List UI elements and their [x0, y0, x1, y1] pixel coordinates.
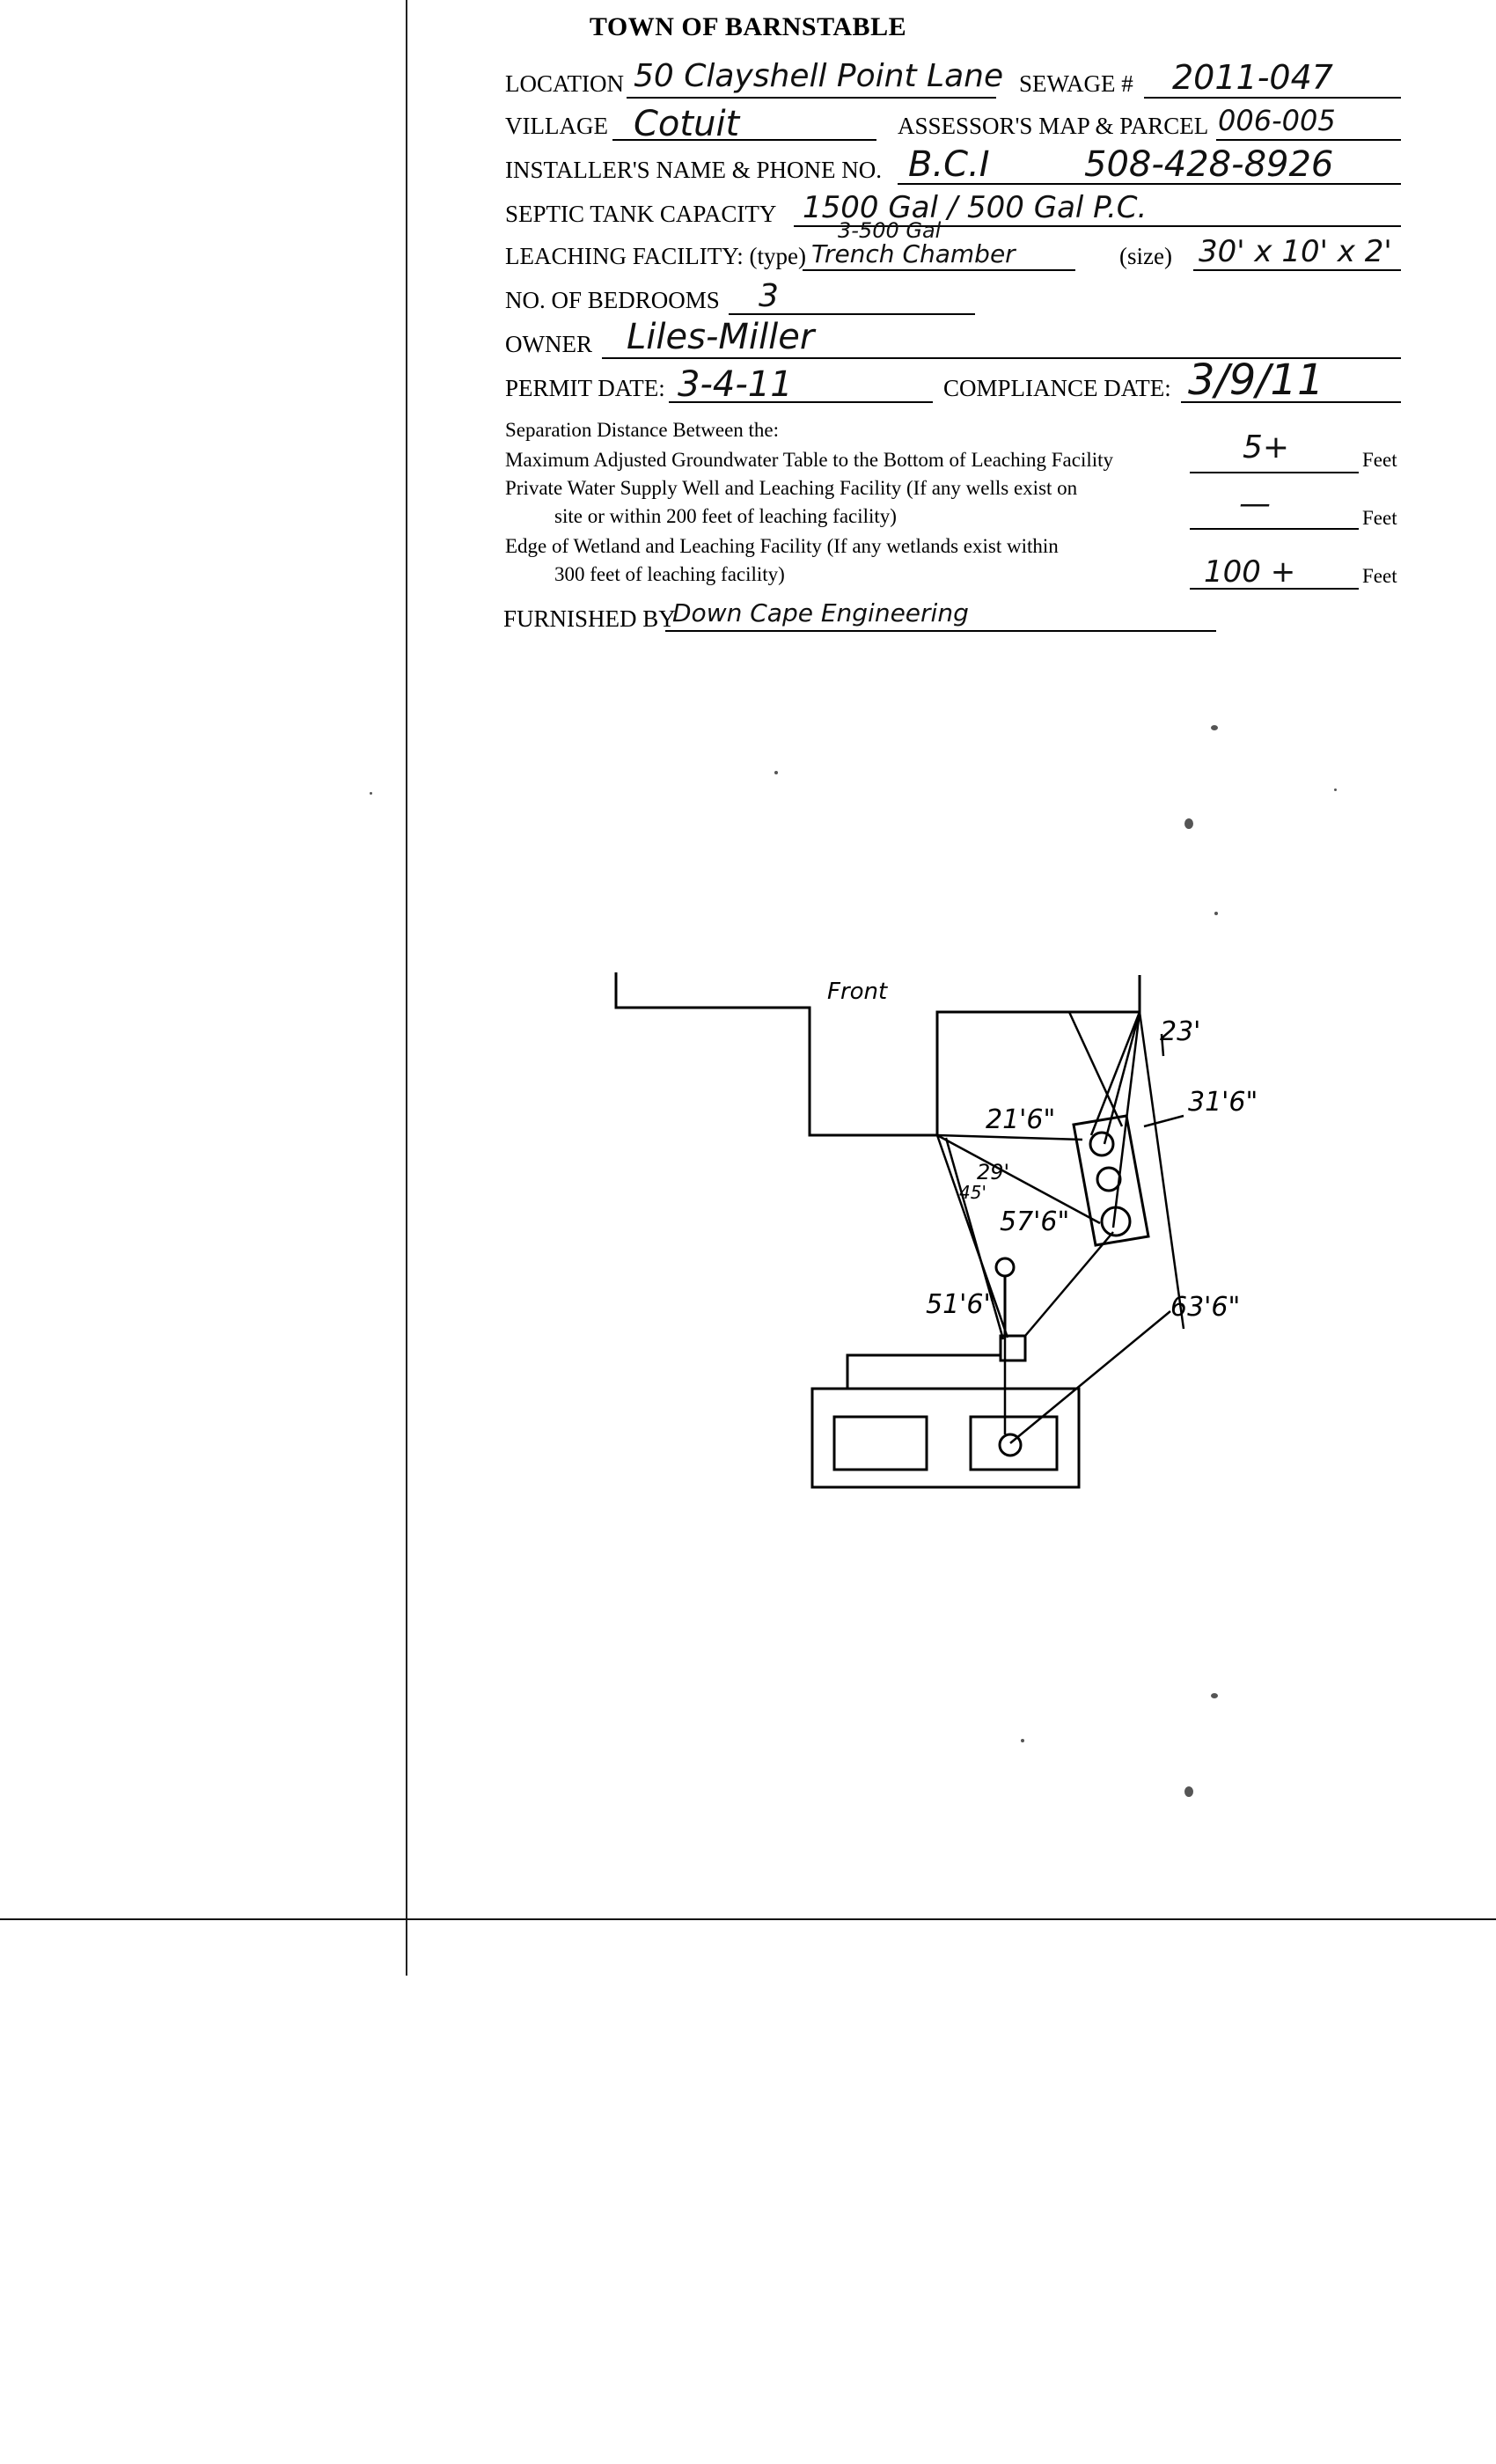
- sewage-value: 2011-047: [1172, 58, 1333, 97]
- furnished-value: Down Cape Engineering: [672, 598, 969, 627]
- dimension-31-6: 31'6": [1188, 1087, 1258, 1118]
- tank-value: 1500 Gal / 500 Gal P.C.: [803, 190, 1148, 225]
- furnished-label: FURNISHED BY: [503, 605, 676, 632]
- separation-groundwater-label: Maximum Adjusted Groundwater Table to th…: [505, 449, 1114, 471]
- pump-chamber: [969, 1415, 1059, 1471]
- installer-underline: [898, 183, 1401, 185]
- sewage-underline: [1144, 97, 1401, 99]
- separation-wetland-underline: [1190, 588, 1359, 590]
- scan-speck: [1334, 788, 1337, 791]
- tank-connector: [846, 1353, 1001, 1389]
- separation-heading: Separation Distance Between the:: [505, 419, 780, 441]
- front-label: Front: [827, 979, 888, 1005]
- leach-type: Trench Chamber: [811, 239, 1016, 268]
- separation-well-underline: [1190, 528, 1359, 530]
- leach-type-underline: [803, 269, 1075, 271]
- permit-value: 3-4-11: [678, 364, 793, 405]
- left-margin-line: [406, 0, 407, 1976]
- cleanout: [994, 1257, 1016, 1278]
- septic-site-sketch: Front 23' 31'6" 21'6" 29' 45' 57'6" 51'6…: [614, 972, 1258, 1489]
- village-underline: [612, 139, 876, 141]
- separation-well-label-b: site or within 200 feet of leaching faci…: [554, 505, 897, 527]
- dimension-57-6: 57'6": [1000, 1206, 1069, 1237]
- owner-label: OWNER: [505, 331, 592, 357]
- permit-label: PERMIT DATE:: [505, 375, 665, 401]
- map-label: ASSESSOR'S MAP & PARCEL: [898, 113, 1209, 139]
- chamber-port: [1096, 1166, 1122, 1192]
- distribution-box: [999, 1334, 1027, 1362]
- leach-type-note: 3-500 Gal: [838, 218, 942, 243]
- scan-speck: [1214, 912, 1218, 915]
- separation-wetland-label-a: Edge of Wetland and Leaching Facility (I…: [505, 535, 1059, 557]
- dimension-21-6: 21'6": [986, 1104, 1055, 1135]
- bedrooms-underline: [729, 313, 975, 315]
- scan-speck: [1184, 1786, 1193, 1797]
- scan-speck: [1211, 1693, 1218, 1698]
- septic-tank: [832, 1415, 928, 1471]
- tie-lines: [935, 1011, 1185, 1444]
- owner-value: Liles-Miller: [627, 317, 815, 357]
- map-value: 006-005: [1218, 104, 1336, 137]
- location-value: 50 Clayshell Point Lane: [634, 58, 1004, 94]
- house-outline: [614, 972, 1141, 1137]
- location-underline: [627, 97, 996, 99]
- bedrooms-value: 3: [759, 278, 779, 314]
- separation-groundwater-underline: [1190, 472, 1359, 473]
- sewage-label: SEWAGE #: [1019, 70, 1133, 97]
- leach-size-underline: [1193, 269, 1401, 271]
- separation-well-label-a: Private Water Supply Well and Leaching F…: [505, 477, 1078, 499]
- scan-speck: [774, 771, 778, 774]
- compliance-label: COMPLIANCE DATE:: [943, 375, 1171, 401]
- map-underline: [1216, 139, 1401, 141]
- tank-underline: [794, 225, 1401, 227]
- separation-wetland-unit: Feet: [1362, 565, 1397, 587]
- separation-groundwater-value: 5+: [1243, 429, 1290, 466]
- compliance-value: 3/9/11: [1188, 356, 1324, 405]
- scan-speck: [1211, 725, 1218, 730]
- separation-wetland-label-b: 300 feet of leaching facility): [554, 563, 785, 585]
- compliance-underline: [1181, 401, 1401, 403]
- installer-phone: 508-428-8926: [1084, 144, 1334, 185]
- furnished-underline: [665, 630, 1216, 632]
- dimension-29: 29': [977, 1160, 1009, 1184]
- bedrooms-label: NO. OF BEDROOMS: [505, 287, 720, 313]
- tank-label: SEPTIC TANK CAPACITY: [505, 201, 777, 227]
- owner-underline: [602, 357, 1401, 359]
- leaching-chamber: [1072, 1114, 1150, 1247]
- septic-form: LOCATION 50 Clayshell Point Lane SEWAGE …: [503, 0, 1427, 642]
- installer-name: B.C.I: [908, 144, 990, 185]
- scan-speck: [1021, 1739, 1024, 1742]
- tank-outer: [810, 1387, 1081, 1489]
- tank-inlet: [998, 1433, 1023, 1457]
- scan-speck: [1184, 818, 1193, 829]
- dimension-45: 45': [959, 1182, 986, 1203]
- dimension-51-6: 51'6": [926, 1289, 995, 1320]
- village-label: VILLAGE: [505, 113, 608, 139]
- separation-well-unit: Feet: [1362, 507, 1397, 529]
- leach-size-label: (size): [1119, 243, 1172, 269]
- bottom-separator-line: [0, 1918, 1496, 1920]
- separation-well-value: —: [1239, 486, 1271, 522]
- dimension-63-6: 63'6": [1170, 1292, 1240, 1323]
- leach-size: 30' x 10' x 2': [1199, 234, 1392, 269]
- sketch-labels: Front 23' 31'6" 21'6" 29' 45' 57'6" 51'6…: [827, 979, 1258, 1323]
- installer-label: INSTALLER'S NAME & PHONE NO.: [505, 157, 882, 183]
- page-title: TOWN OF BARNSTABLE: [589, 12, 907, 41]
- village-value: Cotuit: [634, 104, 740, 144]
- separation-groundwater-unit: Feet: [1362, 449, 1397, 471]
- permit-underline: [669, 401, 933, 403]
- dimension-23: 23': [1160, 1016, 1200, 1047]
- scan-speck: [370, 792, 372, 795]
- leach-label: LEACHING FACILITY: (type): [505, 243, 806, 269]
- location-label: LOCATION: [505, 70, 624, 97]
- separation-wetland-value: 100 +: [1204, 554, 1296, 590]
- chamber-port: [1089, 1131, 1115, 1157]
